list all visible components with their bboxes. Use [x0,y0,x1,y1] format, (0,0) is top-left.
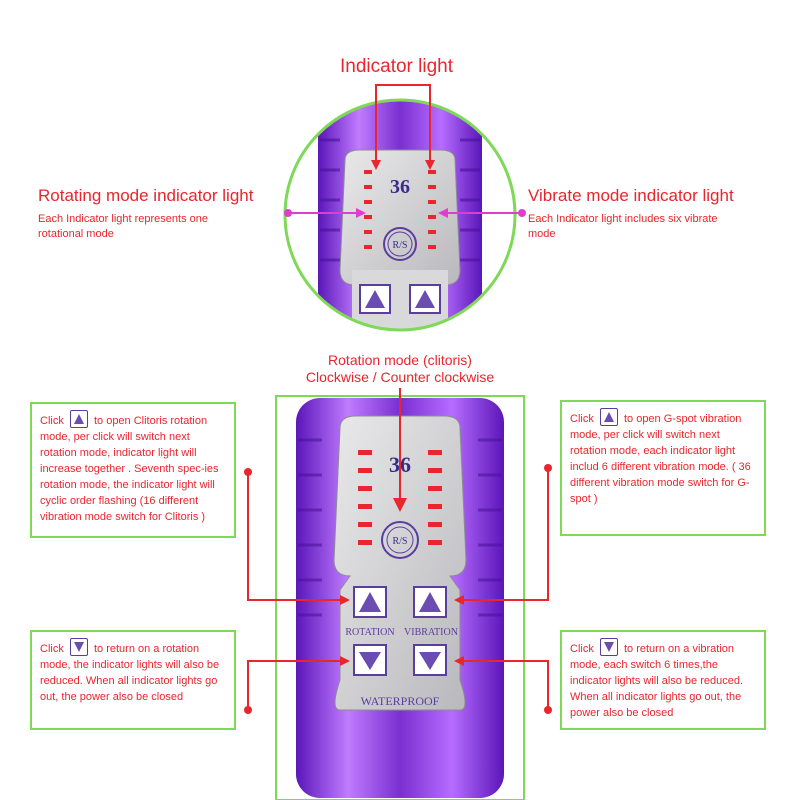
rs-button[interactable] [381,521,419,559]
counter-display: 36 [390,176,410,198]
rotation-mode-title-line2: Clockwise / Counter clockwise [305,369,495,385]
vibration-lights [428,450,442,545]
rs-button-label: R/S [392,240,407,251]
callout-vibration-up: Click to open G-spot vibration mode, per… [560,400,766,536]
up-triangle-button-icon [69,410,88,428]
device-closeup: 36 R/S [285,100,515,330]
rotation-mode-title-line1: Rotation mode (clitoris) [328,352,472,368]
rs-button[interactable] [383,227,417,261]
up-triangle-button-icon [359,592,381,612]
vibrate-mode-lights [428,170,436,249]
waterproof-label: WATERPROOF [361,694,440,708]
callout-text: to open Clitoris rotation mode, per clic… [40,415,219,523]
callout-text: to return on a rotation mode, the indica… [40,643,220,703]
rotation-lights [358,450,372,545]
callout-text: Click [570,413,594,425]
rotating-mode-note: Each Indicator light represents one rota… [38,213,208,240]
vibrate-mode-title: Vibrate mode indicator light [528,186,734,205]
top-diagram: 36 R/S [283,84,526,332]
down-triangle-button-icon [419,652,441,670]
callout-text: Click [40,643,64,655]
callout-vibration-down: Click to return on a vibration mode, eac… [560,630,766,730]
callout-rotation-down: Click to return on a rotation mode, the … [30,630,236,730]
down-triangle-button-icon [359,652,381,670]
callout-text: to return on a vibration mode, each swit… [570,643,744,719]
bottom-diagram: 36 R/S ROTATION VIBRATION WATERPROOF [244,388,552,800]
callout-text: Click [570,643,594,655]
vibrate-mode-note: Each Indicator light includes six vibrat… [528,213,718,240]
down-triangle-button-icon [69,638,88,656]
callout-text: Click [40,415,64,427]
indicator-light-title: Indicator light [340,56,454,77]
callout-rotation-up: Click to open Clitoris rotation mode, pe… [30,402,236,538]
down-triangle-button-icon [599,638,618,656]
up-triangle-button-icon [419,592,441,612]
callout-connectors [247,468,549,710]
vibration-label: VIBRATION [404,627,458,638]
rotating-mode-lights [364,170,372,249]
rs-button-label: R/S [392,536,407,547]
rotating-mode-title: Rotating mode indicator light [38,186,254,205]
rotation-label: ROTATION [345,627,394,638]
up-triangle-button-icon [599,408,618,426]
callout-text: to open G-spot vibration mode, per click… [570,413,751,505]
rotation-mode-title: Rotation mode (clitoris) Clockwise / Cou… [0,352,800,386]
indicator-light-arrows [375,84,431,160]
